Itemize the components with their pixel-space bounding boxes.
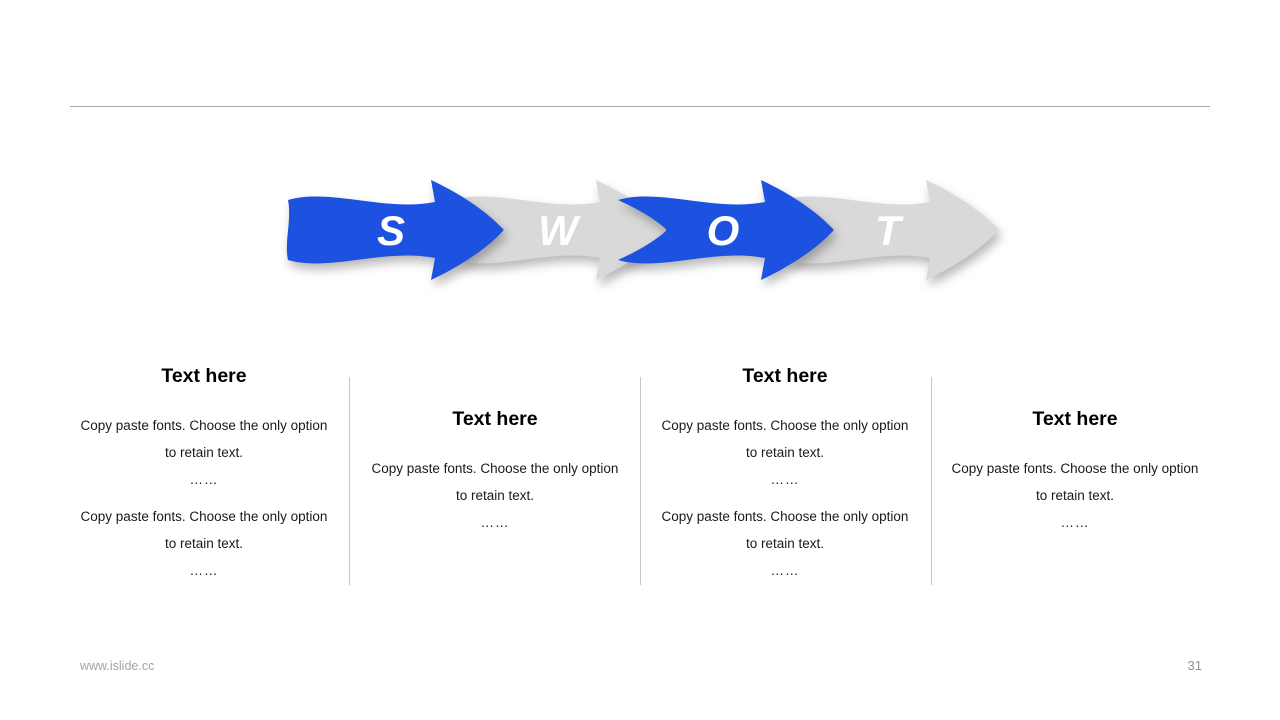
- swot-arrows-graphic: W T S O: [286, 180, 999, 280]
- column-heading: Text here: [742, 365, 828, 387]
- swot-arrow-threat: T: [783, 180, 999, 280]
- swot-arrow-opportunity: O: [618, 180, 834, 280]
- footer-website: www.islide.cc: [80, 659, 155, 673]
- column-paragraph: Copy paste fonts. Choose the only option…: [951, 461, 1199, 503]
- column-heading: Text here: [1032, 408, 1118, 430]
- ellipsis-line: ……: [1060, 515, 1090, 530]
- arrow-letter-t: T: [875, 207, 904, 254]
- column-divider: [349, 377, 350, 585]
- column-divider: [640, 377, 641, 585]
- ellipsis-line: ……: [480, 515, 510, 530]
- top-divider-line: [70, 106, 1210, 107]
- swot-column-weakness: Text here Copy paste fonts. Choose the o…: [370, 407, 620, 546]
- column-paragraph: Copy paste fonts. Choose the only option…: [80, 509, 328, 551]
- arrow-letter-w: W: [538, 207, 581, 254]
- arrow-letter-o: O: [707, 207, 740, 254]
- column-heading: Text here: [161, 365, 247, 387]
- ellipsis-line: ……: [770, 563, 800, 578]
- arrow-letter-s: S: [377, 207, 405, 254]
- column-paragraph: Copy paste fonts. Choose the only option…: [371, 461, 619, 503]
- swot-arrow-weakness: W: [453, 180, 669, 280]
- swot-arrow-strength: S: [286, 180, 504, 280]
- column-paragraph: Copy paste fonts. Choose the only option…: [661, 509, 909, 551]
- ellipsis-line: ……: [189, 472, 219, 487]
- column-divider: [931, 377, 932, 585]
- swot-column-threat: Text here Copy paste fonts. Choose the o…: [950, 407, 1200, 546]
- column-paragraph: Copy paste fonts. Choose the only option…: [80, 418, 328, 460]
- ellipsis-line: ……: [189, 563, 219, 578]
- swot-column-strength: Text here Copy paste fonts. Choose the o…: [79, 364, 329, 594]
- column-heading: Text here: [452, 408, 538, 430]
- page-number: 31: [1187, 658, 1202, 673]
- swot-column-opportunity: Text here Copy paste fonts. Choose the o…: [660, 364, 910, 594]
- ellipsis-line: ……: [770, 472, 800, 487]
- column-paragraph: Copy paste fonts. Choose the only option…: [661, 418, 909, 460]
